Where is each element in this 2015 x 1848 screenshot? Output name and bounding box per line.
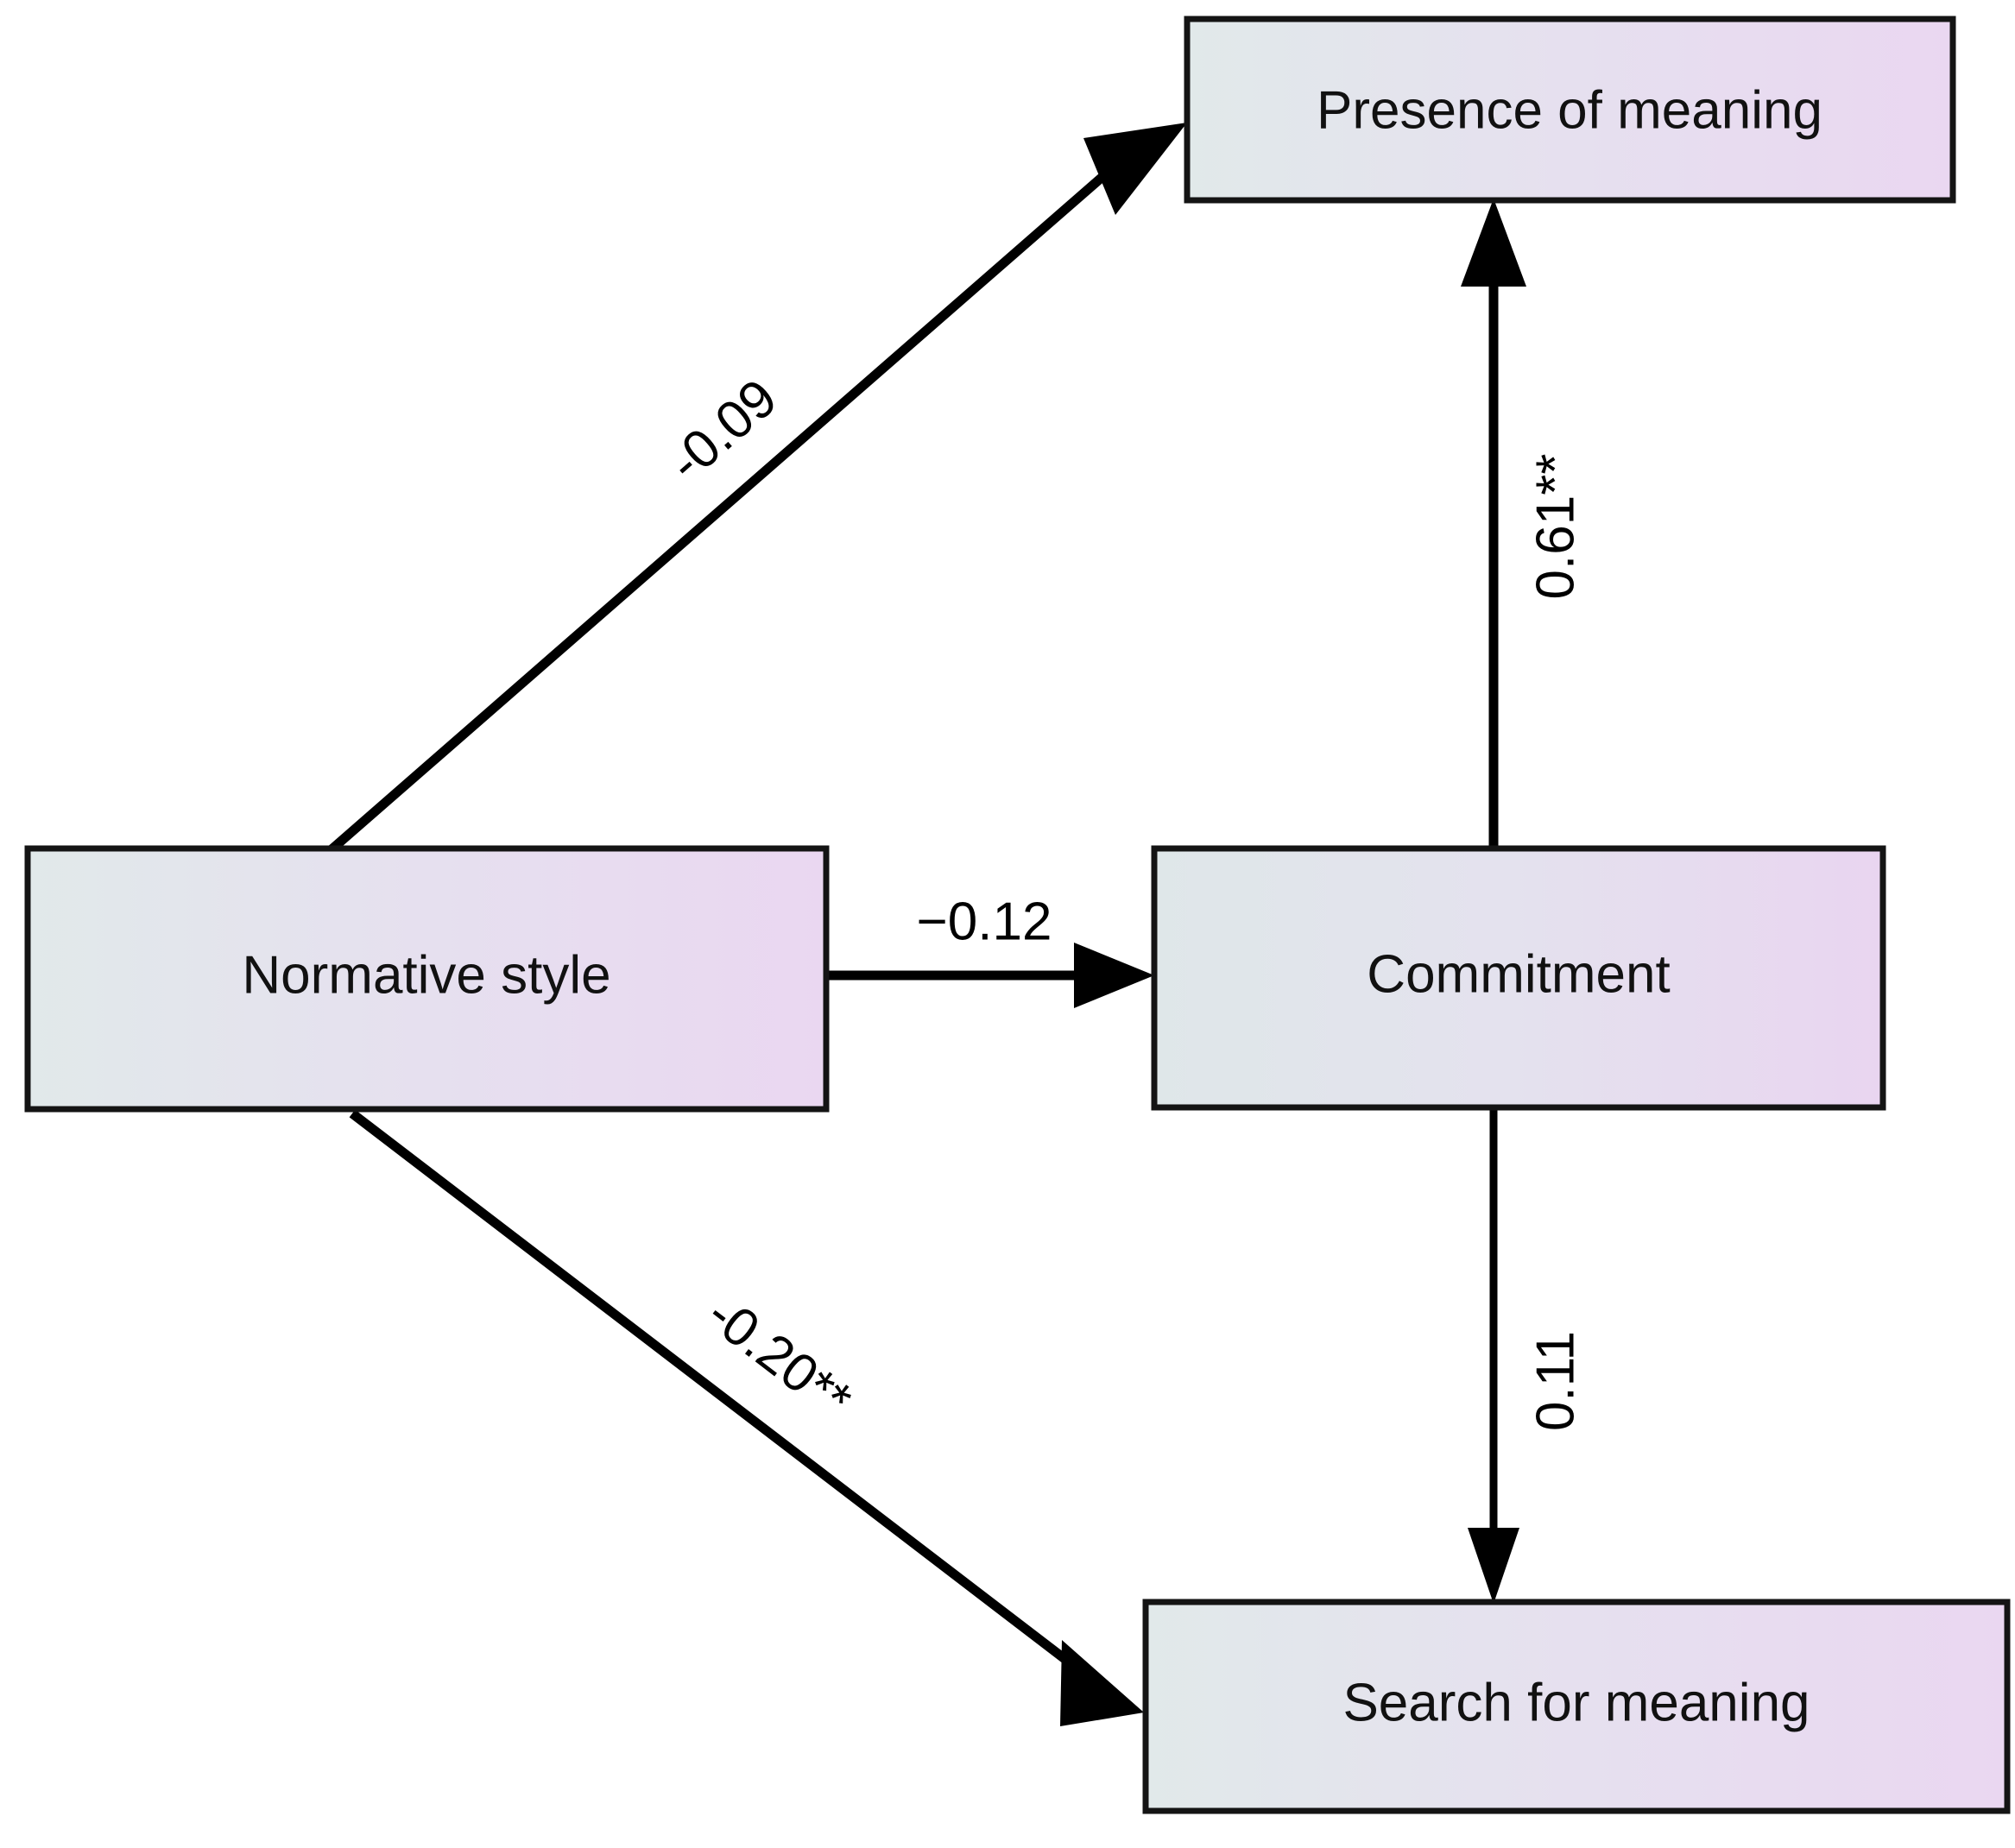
arrowhead-ns-to-pom: [1083, 123, 1187, 215]
edge-normative-style-to-search-for-meaning: -0.20**: [349, 1109, 1144, 1726]
node-search-for-meaning[interactable]: Search for meaning: [1142, 1599, 2011, 1814]
edge-commitment-to-presence-of-meaning: 0.61**: [1461, 199, 1585, 848]
arrowhead-ns-to-sfm: [1060, 1640, 1144, 1726]
arrowhead-com-to-sfm: [1468, 1528, 1519, 1604]
node-box-search-for-meaning[interactable]: [1142, 1599, 2011, 1814]
node-commitment[interactable]: Commitment: [1151, 845, 1886, 1111]
node-presence-of-meaning[interactable]: Presence of meaning: [1184, 16, 1956, 204]
edge-label-ns-to-pom: -0.09: [657, 368, 788, 493]
edge-label-com-to-sfm: 0.11: [1525, 1331, 1585, 1431]
edge-commitment-to-search-for-meaning: 0.11: [1468, 1109, 1585, 1604]
node-box-normative-style[interactable]: [24, 845, 830, 1113]
node-label-search-for-meaning: Search for meaning: [1342, 1673, 1810, 1732]
node-label-presence-of-meaning: Presence of meaning: [1317, 80, 1822, 140]
arrowhead-ns-to-com: [1074, 943, 1154, 1008]
node-label-commitment: Commitment: [1367, 944, 1670, 1004]
edge-line-ns-to-pom: [327, 148, 1134, 855]
edge-normative-style-to-presence-of-meaning: -0.09: [327, 123, 1187, 855]
edge-label-ns-to-sfm: -0.20**: [696, 1284, 862, 1431]
edge-normative-style-to-commitment: −0.12: [826, 892, 1154, 1008]
node-label-normative-style: Normative style: [242, 945, 610, 1005]
node-normative-style[interactable]: Normative style: [24, 845, 830, 1113]
node-box-presence-of-meaning[interactable]: [1184, 16, 1956, 204]
arrowhead-com-to-pom: [1461, 199, 1526, 287]
edge-label-com-to-pom: 0.61**: [1525, 454, 1585, 600]
edge-label-ns-to-com: −0.12: [917, 892, 1052, 951]
edge-line-ns-to-sfm: [349, 1109, 1085, 1676]
node-box-commitment[interactable]: [1151, 845, 1886, 1111]
